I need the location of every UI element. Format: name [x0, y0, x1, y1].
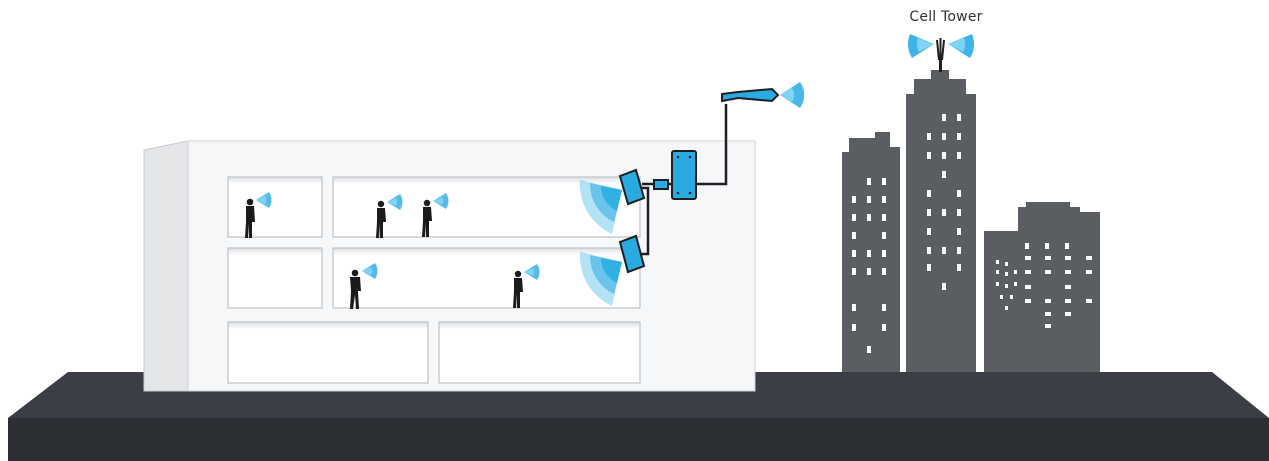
room-5	[227, 321, 429, 384]
room-3	[227, 247, 323, 309]
person-on-phone-icon	[422, 193, 449, 237]
people	[245, 192, 540, 309]
person-on-phone-icon	[376, 194, 403, 238]
main-building	[143, 140, 756, 392]
room-4	[332, 247, 641, 309]
person-on-phone-icon	[245, 192, 272, 238]
ground-front	[8, 418, 1269, 461]
panel-antenna-icon	[618, 234, 646, 274]
city-skyline	[842, 70, 1100, 372]
cell-tower-icon	[907, 34, 975, 72]
yagi-antenna-icon	[721, 82, 805, 108]
building-tall	[906, 70, 976, 372]
room-2	[332, 176, 641, 238]
room-6	[438, 321, 641, 384]
person-on-phone-icon	[513, 264, 540, 308]
city-windows	[852, 114, 1092, 353]
building-mid	[984, 202, 1100, 372]
splitter-icon	[653, 179, 669, 190]
person-on-phone-icon	[350, 263, 378, 309]
cables	[640, 104, 728, 256]
panel-antenna-icon	[618, 168, 646, 206]
signal-booster-icon	[671, 150, 697, 200]
room-1	[227, 176, 323, 238]
cell-tower-label: Cell Tower	[909, 9, 983, 25]
indoor-signals	[579, 180, 622, 306]
building-side	[143, 140, 189, 392]
